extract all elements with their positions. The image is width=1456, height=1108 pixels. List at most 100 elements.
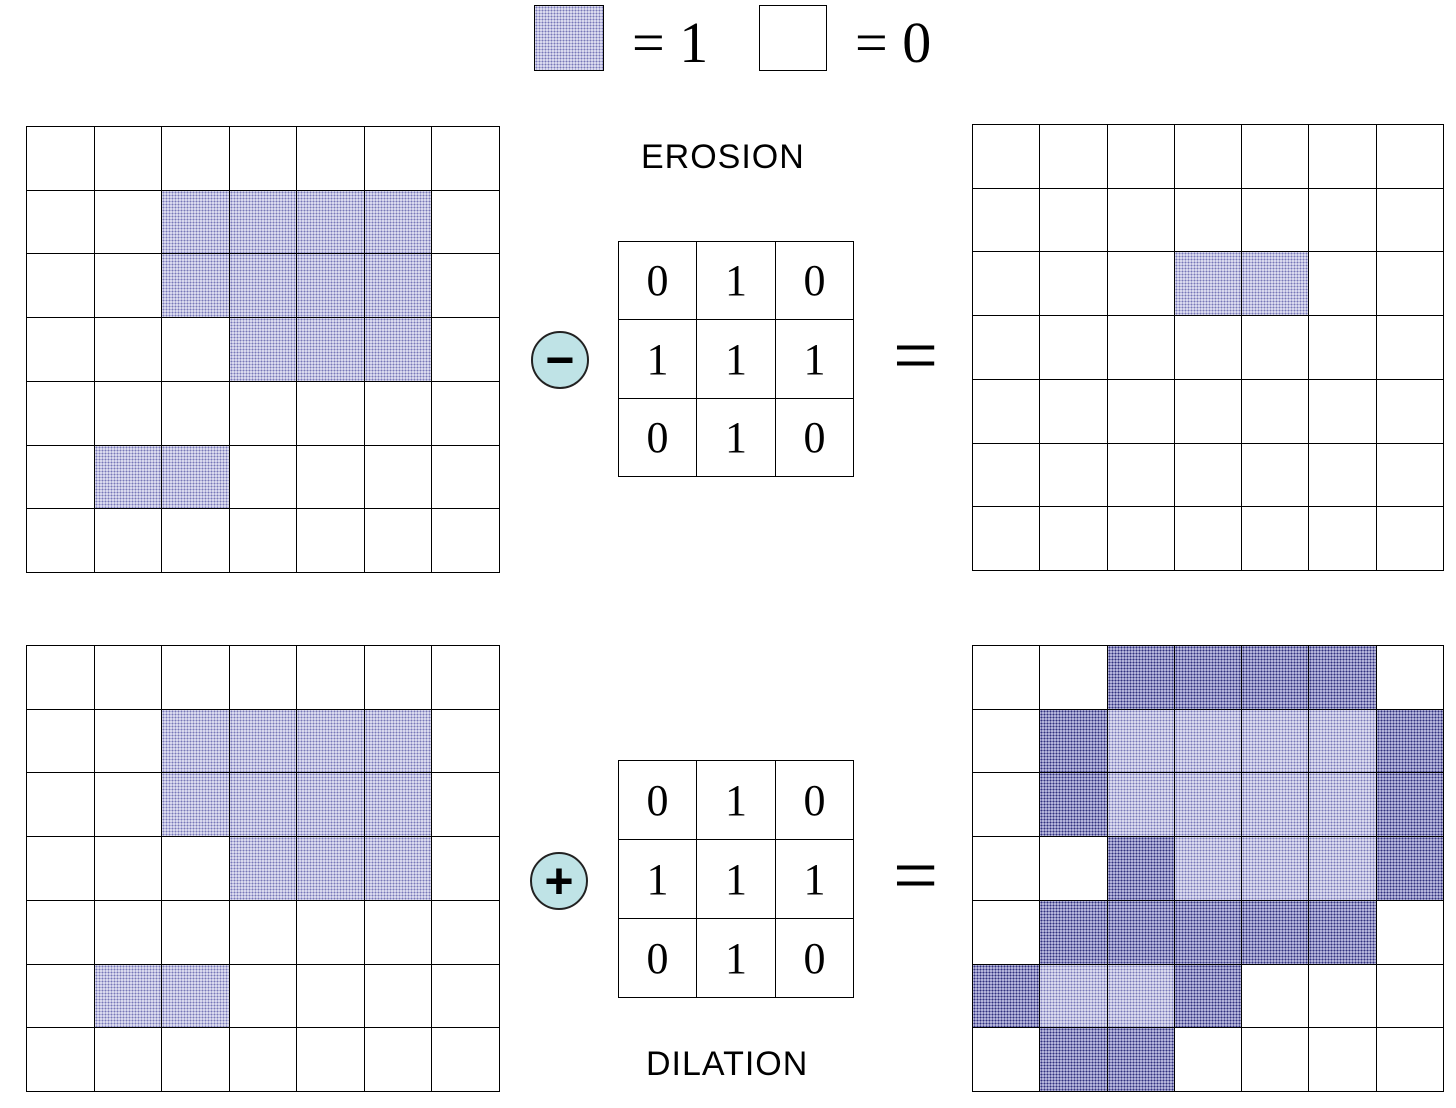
erosion-input-cell — [229, 445, 297, 509]
dilation-input-cell — [364, 645, 432, 710]
erosion-input-cell — [26, 190, 95, 254]
dilation-input-cell — [229, 836, 297, 901]
dilation-input-cell — [94, 1027, 162, 1092]
dilation-input-cell — [431, 709, 500, 773]
erosion-kernel-cell: 0 — [775, 241, 854, 320]
erosion-input-cell — [431, 126, 500, 191]
dilation-input-cell — [161, 772, 230, 837]
erosion-output-cell — [1107, 315, 1175, 380]
dilation-output-cell — [1241, 1027, 1309, 1092]
dilation-output-cell — [1308, 964, 1377, 1028]
dilation-input-cell — [431, 645, 500, 710]
dilation-output-cell — [1376, 645, 1444, 710]
erosion-kernel-cell: 1 — [696, 241, 776, 320]
dilation-kernel-cell: 1 — [618, 839, 697, 919]
dilation-output-cell — [1308, 900, 1377, 965]
erosion-output-cell — [1039, 506, 1108, 571]
dilation-input-cell — [26, 709, 95, 773]
dilation-output-cell — [1174, 964, 1242, 1028]
dilation-input-cell — [94, 645, 162, 710]
erosion-output-cell — [972, 443, 1040, 507]
dilation-output-cell — [972, 900, 1040, 965]
dilation-output-grid — [972, 645, 1444, 1092]
dilation-output-cell — [1107, 645, 1175, 710]
dilation-input-cell — [296, 836, 365, 901]
erosion-equals: = — [893, 312, 939, 400]
dilation-input-cell — [431, 836, 500, 901]
erosion-output-cell — [1376, 315, 1444, 380]
erosion-output-cell — [1376, 124, 1444, 189]
legend-swatch-one — [534, 5, 604, 71]
erosion-input-cell — [229, 126, 297, 191]
dilation-output-cell — [1039, 900, 1108, 965]
erosion-input-cell — [229, 381, 297, 446]
dilation-input-cell — [296, 645, 365, 710]
dilation-output-cell — [1241, 772, 1309, 837]
erosion-input-cell — [364, 317, 432, 382]
dilation-kernel-cell: 1 — [696, 918, 776, 998]
legend-label-one: = 1 — [632, 10, 709, 75]
dilation-input-cell — [94, 900, 162, 965]
dilation-input-cell — [229, 964, 297, 1028]
dilation-output-cell — [1241, 964, 1309, 1028]
erosion-output-cell — [1174, 506, 1242, 571]
dilation-kernel-cell: 1 — [696, 760, 776, 840]
dilation-input-cell — [364, 964, 432, 1028]
dilation-output-cell — [1241, 836, 1309, 901]
dilation-output-cell — [1039, 836, 1108, 901]
erosion-output-cell — [1107, 124, 1175, 189]
erosion-input-cell — [364, 445, 432, 509]
erosion-output-cell — [1308, 315, 1377, 380]
erosion-input-cell — [296, 445, 365, 509]
dilation-input-cell — [161, 709, 230, 773]
erosion-output-cell — [1039, 124, 1108, 189]
dilation-output-cell — [1376, 900, 1444, 965]
erosion-output-cell — [1107, 443, 1175, 507]
dilation-input-cell — [26, 964, 95, 1028]
dilation-output-cell — [1308, 709, 1377, 773]
dilation-input-grid — [26, 645, 500, 1092]
erosion-input-cell — [229, 508, 297, 573]
erosion-output-cell — [1376, 506, 1444, 571]
dilation-input-cell — [431, 964, 500, 1028]
dilation-input-cell — [431, 900, 500, 965]
dilation-input-cell — [161, 900, 230, 965]
erosion-input-cell — [94, 126, 162, 191]
dilation-output-cell — [1376, 709, 1444, 773]
dilation-input-cell — [26, 772, 95, 837]
erosion-input-cell — [229, 253, 297, 318]
erosion-output-cell — [1241, 443, 1309, 507]
erosion-input-cell — [94, 445, 162, 509]
dilation-output-cell — [972, 836, 1040, 901]
erosion-output-cell — [1107, 379, 1175, 444]
erosion-output-cell — [1174, 251, 1242, 316]
dilation-output-cell — [1174, 836, 1242, 901]
dilation-output-cell — [972, 964, 1040, 1028]
erosion-output-cell — [972, 315, 1040, 380]
dilation-input-cell — [26, 900, 95, 965]
dilation-output-cell — [1107, 1027, 1175, 1092]
erosion-input-cell — [364, 253, 432, 318]
erosion-input-grid — [26, 126, 500, 573]
erosion-input-cell — [161, 190, 230, 254]
dilation-output-cell — [1376, 964, 1444, 1028]
dilation-input-cell — [296, 900, 365, 965]
dilation-output-cell — [1039, 964, 1108, 1028]
dilation-kernel-cell: 0 — [775, 918, 854, 998]
erosion-input-cell — [364, 190, 432, 254]
erosion-input-cell — [161, 508, 230, 573]
dilation-output-cell — [972, 645, 1040, 710]
erosion-output-cell — [1241, 251, 1309, 316]
erosion-output-cell — [1039, 379, 1108, 444]
erosion-output-grid — [972, 124, 1444, 571]
dilation-equals: = — [893, 832, 939, 920]
erosion-input-cell — [364, 381, 432, 446]
dilation-input-cell — [94, 772, 162, 837]
legend-label-zero: = 0 — [855, 10, 932, 75]
dilation-output-cell — [1376, 772, 1444, 837]
dilation-output-cell — [1241, 900, 1309, 965]
erosion-output-cell — [1241, 188, 1309, 252]
dilation-input-cell — [161, 645, 230, 710]
